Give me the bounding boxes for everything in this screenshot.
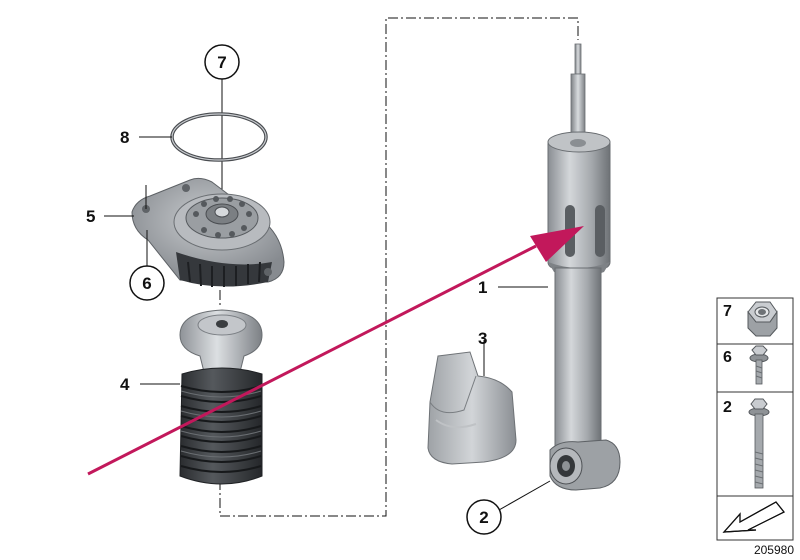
nut-icon — [747, 301, 778, 337]
legend-item-6[interactable]: 6 — [723, 345, 769, 385]
callout-label-3: 3 — [478, 329, 487, 348]
callout-label-8: 8 — [120, 128, 129, 147]
hex-flange-bolt-short-icon — [749, 345, 769, 385]
legend-label-2: 2 — [723, 399, 732, 416]
callout-label-4: 4 — [120, 375, 130, 394]
legend-label-7: 7 — [723, 303, 732, 320]
part-3-protective-cap[interactable]: 3 — [427, 329, 517, 465]
hex-flange-bolt-long-icon — [748, 398, 770, 489]
callout-label-1: 1 — [478, 278, 487, 297]
callout-label-6: 6 — [142, 274, 151, 293]
part-6-callout[interactable]: 6 — [129, 230, 165, 301]
legend-item-2[interactable]: 2 — [723, 398, 770, 489]
legend-label-6: 6 — [723, 349, 732, 366]
part-5-strut-mount[interactable]: 5 — [86, 177, 285, 287]
part-7-callout[interactable]: 7 — [204, 44, 240, 200]
diagram-id: 205980 — [754, 543, 794, 557]
part-8-oring[interactable]: 8 — [120, 112, 268, 162]
legend-panel: 7 6 2 — [716, 297, 794, 541]
assembly-lines — [219, 17, 579, 517]
legend-item-7[interactable]: 7 — [723, 301, 778, 337]
callout-label-7: 7 — [217, 53, 226, 72]
part-2-callout[interactable]: 2 — [466, 480, 551, 535]
callout-label-5: 5 — [86, 207, 95, 226]
assembly-line-main — [219, 17, 579, 517]
highlight-arrow — [87, 226, 584, 476]
arrow-down-left-icon[interactable] — [722, 501, 785, 533]
callout-label-2: 2 — [479, 508, 488, 527]
